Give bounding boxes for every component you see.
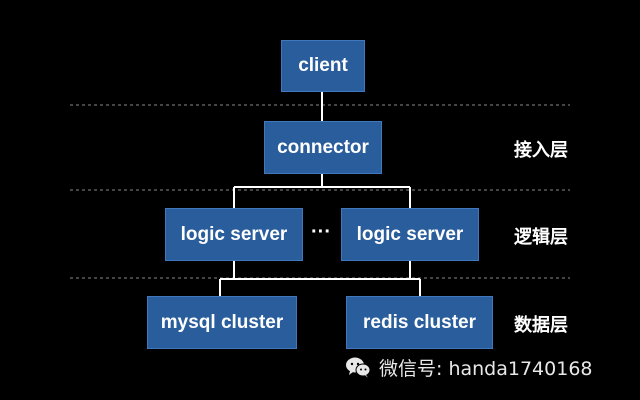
node-logic-server-1: logic server (165, 208, 303, 261)
node-redis-cluster: redis cluster (346, 296, 493, 349)
wechat-icon (346, 357, 371, 378)
node-connector: connector (264, 121, 382, 174)
layer-label-data: 数据层 (514, 315, 568, 336)
node-logic-server-2: logic server (341, 208, 479, 261)
watermark: 微信号: handa1740168 (345, 352, 593, 382)
logic-server-ellipsis: ··· (311, 221, 331, 243)
node-mysql-cluster: mysql cluster (147, 296, 297, 349)
layer-label-access: 接入层 (514, 140, 568, 161)
layer-label-logic: 逻辑层 (514, 227, 568, 248)
watermark-text: 微信号: handa1740168 (379, 357, 593, 380)
node-client: client (281, 40, 365, 92)
